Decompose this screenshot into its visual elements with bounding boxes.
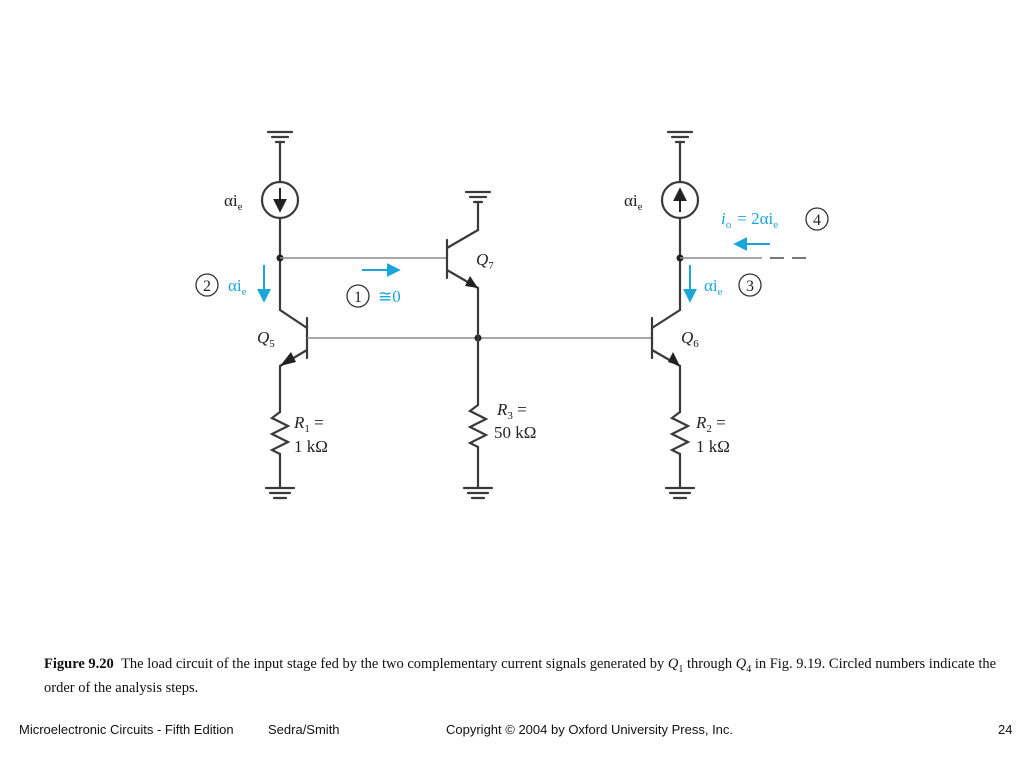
caption-q4-sub: 4 [746,663,752,675]
step1-marker: 1 [346,284,370,308]
right-supply-symbol [666,130,694,184]
step4-marker: 4 [805,207,829,231]
caption-q1: Q [667,656,679,672]
step2-marker: 2 [195,273,219,297]
svg-text:3: 3 [746,278,754,295]
left-source-label: αie [224,191,243,213]
q5-label: Q5 [257,328,275,350]
right-ground-symbol [664,486,696,500]
right-current-source [660,180,700,220]
q7-transistor [445,228,480,407]
figure-caption: Figure 9.20 The load circuit of the inpu… [44,655,1004,698]
r1-resistor [269,410,291,490]
step4-output-current: io= 2αie [721,209,778,231]
r3-label: R3 = [496,400,527,422]
q7-label: Q7 [476,250,494,272]
r1-label: R1 = [293,413,324,435]
step1-value: ≅0 [378,287,401,306]
svg-text:2: 2 [203,278,211,295]
q7-supply-symbol [464,190,492,232]
right-source-label: αie [624,191,643,213]
caption-q4: Q [735,656,747,672]
left-supply-symbol [266,130,294,184]
footer-book-title: Microelectronic Circuits - Fifth Edition [19,722,234,737]
r2-label: R2 = [695,413,726,435]
r1-value: 1 kΩ [294,437,328,456]
caption-q1-sub: 1 [678,663,684,675]
footer-page-number: 24 [998,722,1013,737]
step3-marker: 3 [738,273,762,297]
left-ground-symbol [264,486,296,500]
caption-through: through [686,656,733,672]
q6-transistor [650,308,682,414]
step3-current: αie [704,276,723,298]
left-current-source [260,180,300,220]
svg-text:4: 4 [813,212,821,229]
q6-label: Q6 [681,328,699,350]
r2-resistor [669,410,691,490]
q5-transistor [278,308,309,414]
svg-text:1: 1 [354,289,362,306]
step2-current: αie [228,276,247,298]
r3-value: 50 kΩ [494,423,536,442]
slide-footer: Microelectronic Circuits - Fifth Edition… [0,722,1024,742]
r3-resistor [467,403,489,490]
middle-ground-symbol [462,486,494,500]
caption-text-b: in Fig. 9.19. Circled numbers indicate t… [44,656,997,696]
caption-text-a: The load circuit of the input stage fed … [121,656,665,672]
figure-label: Figure 9.20 [44,656,114,672]
footer-authors: Sedra/Smith [268,722,340,737]
circuit-diagram: αie Q5 R1 = 1 kΩ [195,130,829,500]
footer-copyright: Copyright © 2004 by Oxford University Pr… [446,722,734,737]
r2-value: 1 kΩ [696,437,730,456]
